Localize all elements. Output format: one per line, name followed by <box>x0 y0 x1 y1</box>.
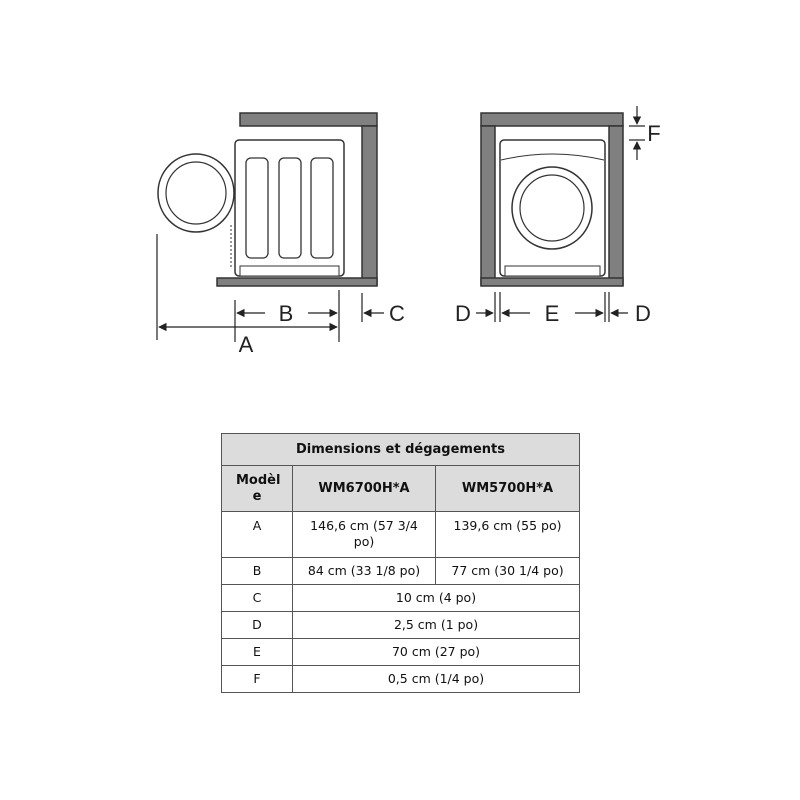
front-washer-base <box>504 265 601 277</box>
dim-label-d-left: D <box>455 301 471 326</box>
row-key: D <box>221 611 293 639</box>
row-value-wm6700: 84 cm (33 1/8 po) <box>292 557 436 585</box>
dim-label-a: A <box>239 332 254 357</box>
side-enclosure-floor <box>216 277 378 287</box>
row-value-merged: 2,5 cm (1 po) <box>291 611 581 639</box>
row-key: B <box>221 557 293 585</box>
side-enclosure-top <box>239 112 378 127</box>
row-value-merged: 0,5 cm (1/4 po) <box>291 665 581 693</box>
table-row: C 10 cm (4 po) <box>221 584 581 612</box>
dimensions-table: Dimensions et dégagements Modèl e WM6700… <box>220 433 581 693</box>
side-washer-base <box>239 265 340 277</box>
row-value-wm5700: 139,6 cm (55 po) <box>434 511 581 558</box>
row-value-wm6700: 146,6 cm (57 3/4 po) <box>292 511 436 558</box>
table-row: D 2,5 cm (1 po) <box>221 611 581 639</box>
table-row: A 146,6 cm (57 3/4 po) 139,6 cm (55 po) <box>221 511 581 558</box>
front-control-panel <box>500 153 605 161</box>
side-panel-1 <box>245 157 269 259</box>
side-panel-3 <box>310 157 334 259</box>
front-enclosure-right-wall <box>608 125 624 286</box>
front-enclosure-floor <box>480 277 624 287</box>
row-key: E <box>221 638 293 666</box>
installation-diagram: B A C D E D <box>156 106 661 357</box>
table-title: Dimensions et dégagements <box>220 433 581 466</box>
front-door-inner <box>519 174 585 242</box>
dim-label-b: B <box>279 301 294 326</box>
row-key: A <box>221 511 293 558</box>
row-value-merged: 70 cm (27 po) <box>291 638 581 666</box>
header-wm5700: WM5700H*A <box>434 465 581 512</box>
side-panel-2 <box>278 157 302 259</box>
dim-label-f: F <box>647 121 660 146</box>
side-door-inner <box>165 161 227 225</box>
table-row: F 0,5 cm (1/4 po) <box>221 665 581 693</box>
header-wm6700: WM6700H*A <box>292 465 436 512</box>
dim-label-e: E <box>545 301 560 326</box>
side-view: B A C <box>156 112 405 357</box>
header-model: Modèl e <box>221 465 293 512</box>
row-value-merged: 10 cm (4 po) <box>291 584 581 612</box>
row-key: C <box>221 584 293 612</box>
row-value-wm5700: 77 cm (30 1/4 po) <box>434 557 581 585</box>
dim-label-c: C <box>389 301 405 326</box>
dim-label-d-right: D <box>635 301 651 326</box>
side-enclosure-wall <box>361 125 378 286</box>
table-row: B 84 cm (33 1/8 po) 77 cm (30 1/4 po) <box>221 557 581 585</box>
front-enclosure-left-wall <box>480 125 496 286</box>
front-view: D E D F <box>455 106 661 326</box>
row-key: F <box>221 665 293 693</box>
table-row: E 70 cm (27 po) <box>221 638 581 666</box>
front-enclosure-top <box>480 112 624 127</box>
